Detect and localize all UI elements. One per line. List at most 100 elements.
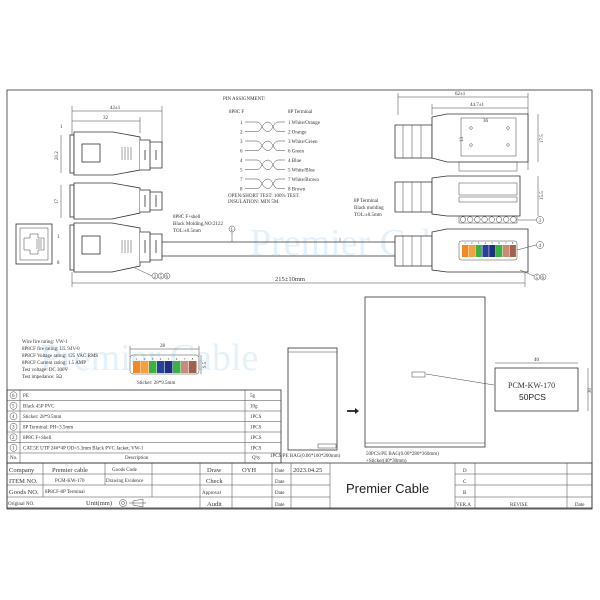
projection-symbol-icon xyxy=(129,498,146,508)
sticker-color-block xyxy=(475,245,482,257)
svg-text:8P8C F: 8P8C F xyxy=(229,110,244,115)
plug-callout: Black Molding,NO:2122 xyxy=(173,222,223,227)
sticker-color-block xyxy=(149,361,157,373)
sticker-number: 5 xyxy=(168,357,170,361)
sticker-number: 5 xyxy=(491,241,493,245)
sticker-color-block xyxy=(482,245,489,257)
pin-wire xyxy=(245,159,285,170)
pin-left: 1 xyxy=(240,121,243,126)
svg-text:6: 6 xyxy=(166,275,169,280)
sticker-number: 7 xyxy=(505,241,507,245)
label-qty: 50PCS xyxy=(519,392,546,402)
svg-text:13: 13 xyxy=(460,137,465,143)
unit: Unit(mm) xyxy=(86,500,112,507)
plug-balloons: 2 5 6 xyxy=(151,272,171,280)
svg-text:9.5: 9.5 xyxy=(203,361,208,368)
pin-left: 3 xyxy=(240,140,243,145)
plug-drawing: 42±1 32 1 20.2 17 1 8 8P8C F+shell Black… xyxy=(15,106,223,280)
pin-wire xyxy=(245,140,285,151)
svg-text:5: 5 xyxy=(12,405,15,410)
sticker-number: 6 xyxy=(498,241,500,245)
item-number: PCM-KW-170 xyxy=(55,479,85,484)
sticker-number: 2 xyxy=(471,241,473,245)
svg-text:30: 30 xyxy=(588,388,593,394)
terminal-pin xyxy=(488,216,495,223)
sticker-color-block xyxy=(502,245,510,257)
svg-text:5: 5 xyxy=(536,276,539,281)
pin-wire xyxy=(245,178,285,189)
pin-right: 7 White/Brown xyxy=(288,178,319,183)
terminal-pin xyxy=(495,216,503,223)
small-bag-caption: 1PCS/PE BAG(0.06*100*200mm) xyxy=(270,454,341,459)
svg-text:6: 6 xyxy=(542,276,545,281)
svg-text:Original NO.: Original NO. xyxy=(8,502,34,507)
terminal-callout: TOL:±0.5mm xyxy=(354,213,382,218)
terminal-pin xyxy=(459,216,467,223)
terminal-pin xyxy=(467,216,474,223)
item-balloon xyxy=(9,412,18,421)
sticker-number: 6 xyxy=(176,357,178,361)
pin-wire xyxy=(245,178,285,189)
svg-text:Wire fire rating: VW-1: Wire fire rating: VW-1 xyxy=(22,340,68,345)
dim-plug-height: 17 xyxy=(55,199,60,205)
pin-right: 4 Blue xyxy=(288,159,302,164)
pin-right: 8 Brown xyxy=(288,188,306,193)
svg-text:OPEN/SHORT TEST: 100% TEST.: OPEN/SHORT TEST: 100% TEST. xyxy=(228,194,300,199)
item-balloon xyxy=(9,433,18,442)
sticker-number: 4 xyxy=(485,241,487,245)
pin-wire xyxy=(245,140,285,151)
sticker-color-block xyxy=(173,361,181,373)
pin-assignment-title: PIN ASSIGNMENT: xyxy=(223,97,265,102)
pin-right: 3 White/Green xyxy=(288,140,318,145)
pin-left: 7 xyxy=(240,178,243,183)
svg-text:8P Terminal: 8P Terminal xyxy=(288,110,313,115)
pin-left: 6 xyxy=(240,150,243,155)
pin-left: 5 xyxy=(240,169,243,174)
svg-text:Drawing Evidence: Drawing Evidence xyxy=(106,479,144,484)
terminal-callout: 8P Terminal xyxy=(354,199,379,204)
cable: 1 xyxy=(162,225,395,257)
sticker-color-block xyxy=(496,245,503,257)
sticker-color-block xyxy=(509,245,516,257)
large-bag-caption: +Sticker(40*30mm) xyxy=(366,459,407,464)
sticker-number: 8 xyxy=(512,241,514,245)
bom-header-no: No. xyxy=(10,456,17,461)
spec-notes: Wire fire rating: VW-1 8P8CF fire rating… xyxy=(22,340,98,380)
svg-text:6: 6 xyxy=(12,394,15,399)
sticker-number: 8 xyxy=(192,357,194,361)
sticker-caption: Sticker: 28*9.5mm xyxy=(137,381,175,386)
sticker-color-block xyxy=(489,245,496,257)
terminal-pin xyxy=(510,216,517,223)
dim-terminal-length: 62±1 xyxy=(455,92,466,97)
brand-name: Premier Cable xyxy=(346,481,429,496)
svg-text:Audit: Audit xyxy=(207,501,222,508)
dim-total-length: 215±10mm xyxy=(275,276,305,283)
sticker-number: 3 xyxy=(478,241,480,245)
svg-text:3: 3 xyxy=(12,426,15,431)
sticker-color-block xyxy=(157,361,165,373)
svg-text:Draw: Draw xyxy=(207,467,222,474)
svg-text:Check: Check xyxy=(206,478,223,485)
dim-plug-body: 32 xyxy=(103,116,109,121)
svg-text:Black 45P PVC: Black 45P PVC xyxy=(23,405,55,410)
sticker-color-block xyxy=(189,361,197,373)
svg-text:1PCS: 1PCS xyxy=(250,447,262,452)
projection-symbol-icon xyxy=(119,499,127,507)
dim-plug-length: 42±1 xyxy=(110,106,121,111)
svg-text:40: 40 xyxy=(534,358,540,363)
svg-text:C: C xyxy=(463,480,467,485)
dim-terminal-body: 44.7±1 xyxy=(470,103,484,108)
pin-wire xyxy=(245,121,285,132)
svg-text:Company: Company xyxy=(9,467,35,474)
terminal-pin xyxy=(474,216,481,223)
pin-label-1: 1 xyxy=(57,235,60,240)
item-balloon xyxy=(9,444,18,452)
packaging: 1PCS/PE BAG(0.06*100*200mm) 50PCS/PE BAG… xyxy=(270,296,593,464)
svg-text:VER.A: VER.A xyxy=(456,503,471,508)
package-label xyxy=(494,367,579,412)
